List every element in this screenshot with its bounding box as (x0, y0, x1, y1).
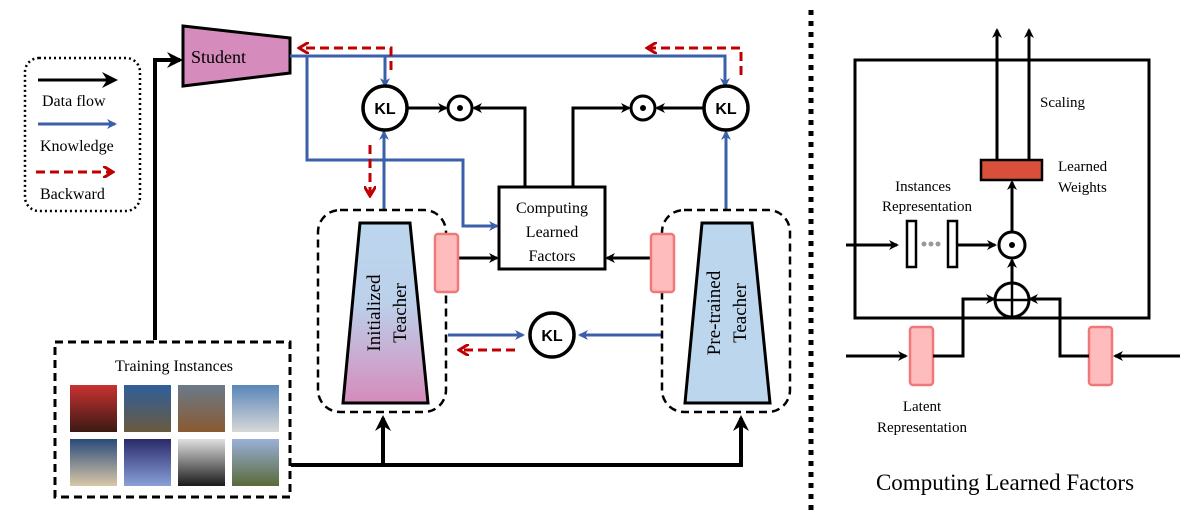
latent-representation-right (649, 232, 676, 294)
kl-bottom-node: KL (528, 311, 576, 359)
thumbnail-rocket-launch (70, 439, 117, 486)
training-instances-label: Training Instances (115, 358, 233, 375)
thumbnail-duck-in-water (232, 439, 279, 486)
pretrained-teacher-label-line2: Teacher (730, 282, 751, 343)
data-flow-to-pretrained-teacher (291, 415, 749, 467)
thumbnail-dog-jumping (178, 385, 225, 432)
initialized-teacher-label-line1: Initialized (364, 274, 385, 352)
initialized-teacher-frame (316, 208, 448, 414)
pretrained-teacher-trapezoid (683, 221, 772, 405)
kl-left-label: KL (374, 101, 396, 118)
thumbnail-dog-sitting (178, 439, 225, 486)
computing-learned-factors-box: Computing Learned Factors (497, 185, 607, 271)
student-network: Student (181, 24, 292, 88)
thumbnail-piano (70, 385, 117, 432)
latent-representation-label-line2: Representation (877, 420, 967, 436)
knowledge-student-to-computing (305, 56, 499, 231)
student-trapezoid (181, 24, 292, 88)
instance-vector-first (905, 219, 918, 269)
instance-vector-last (946, 219, 959, 269)
training-instances-frame (53, 340, 292, 499)
knowledge-student-to-kl-right (290, 54, 730, 88)
computing-label-line2: Learned (526, 224, 578, 241)
computing-label-line3: Factors (528, 248, 575, 265)
detail-panel-title: Computing Learned Factors (876, 470, 1134, 495)
instances-representation-label-line1: Instances (895, 179, 951, 195)
kl-left-node: KL (361, 84, 409, 132)
initialized-teacher-group: Initialized Teacher (316, 208, 460, 414)
learned-weights-label-line2: Weights (1058, 180, 1107, 196)
thumbnail-grid (70, 385, 279, 486)
legend-knowledge-label: Knowledge (40, 138, 114, 155)
instances-representation-label-line2: Representation (882, 199, 972, 215)
pretrained-teacher-label-line1: Pre-trained (704, 270, 725, 355)
legend: Data flow Knowledge Backward (23, 56, 142, 213)
flow-computing-to-dot-right (571, 103, 631, 187)
latent-left-to-sum-arrow (933, 294, 996, 358)
kl-right-label: KL (715, 101, 737, 118)
detail-panel: Scaling Learned Weights Instances Repres… (846, 28, 1180, 495)
data-flow-to-student (153, 52, 183, 340)
scaling-label: Scaling (1040, 95, 1085, 111)
computing-label-line1: Computing (516, 200, 588, 217)
latent-representation-left (433, 232, 460, 294)
detail-panel-frame (853, 58, 1151, 320)
sum-detail-icon (993, 281, 1031, 319)
legend-frame (23, 56, 142, 213)
latent-right-to-sum-arrow (1028, 294, 1089, 358)
thumbnail-bird-over-water (124, 385, 171, 432)
pretrained-teacher-group: Pre-trained Teacher (649, 208, 792, 414)
dot-product-detail-icon (997, 230, 1027, 260)
flow-computing-to-dot-left (472, 103, 527, 187)
kl-right-node: KL (702, 84, 750, 132)
learned-weights-block (979, 158, 1044, 182)
latent-representation-label-line1: Latent (903, 399, 942, 415)
thumbnail-dolphin (124, 439, 171, 486)
backward-to-student-left (300, 48, 393, 70)
initialized-teacher-trapezoid (341, 221, 430, 405)
initialized-teacher-label-line2: Teacher (390, 282, 411, 343)
legend-data-flow-label: Data flow (42, 93, 106, 110)
dot-product-right-icon (629, 94, 657, 122)
detail-latent-right (1087, 325, 1114, 387)
thumbnail-shuttle-on-carrier (232, 385, 279, 432)
kl-bottom-label: KL (541, 328, 563, 345)
legend-backward-label: Backward (40, 186, 105, 203)
pretrained-teacher-frame (660, 208, 792, 414)
student-label: Student (191, 47, 246, 67)
dot-product-left-icon (446, 94, 474, 122)
learned-weights-label-line1: Learned (1058, 159, 1108, 175)
training-instances-group: Training Instances (53, 340, 292, 499)
backward-to-student-right (648, 48, 743, 75)
detail-latent-left (908, 325, 935, 387)
